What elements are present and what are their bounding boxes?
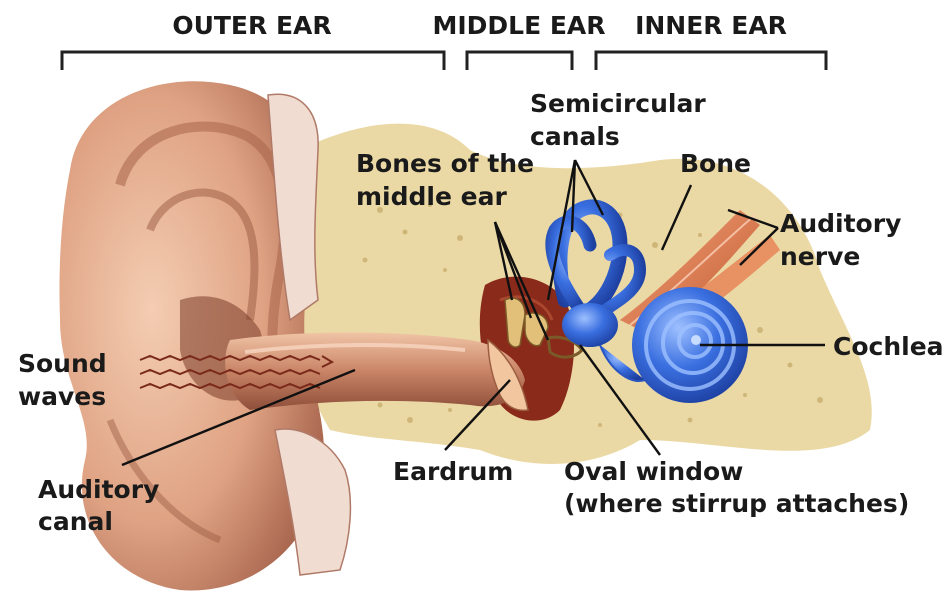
label-semicircular-line2: canals xyxy=(530,122,620,151)
label-canal-line2: canal xyxy=(38,507,113,536)
label-canal-line1: Auditory xyxy=(38,475,159,504)
middle-ear-bracket xyxy=(467,52,572,70)
outer-ear-title: OUTER EAR xyxy=(172,11,331,40)
label-oval-line2: (where stirrup attaches) xyxy=(564,489,909,518)
section-brackets xyxy=(62,52,826,70)
label-cochlea: Cochlea xyxy=(833,332,944,361)
label-nerve-line1: Auditory xyxy=(780,209,901,238)
label-semicircular-line1: Semicircular xyxy=(530,89,706,118)
inner-ear-bracket xyxy=(596,52,826,70)
label-sound-line1: Sound xyxy=(18,349,107,378)
vestibule xyxy=(562,303,618,347)
label-oval-line1: Oval window xyxy=(564,457,743,486)
middle-ear-title: MIDDLE EAR xyxy=(432,11,605,40)
label-bones-line2: middle ear xyxy=(356,182,507,211)
outer-ear-bracket xyxy=(62,52,444,70)
label-eardrum: Eardrum xyxy=(393,457,513,486)
label-sound-line2: waves xyxy=(18,382,106,411)
inner-ear-title: INNER EAR xyxy=(635,11,787,40)
label-bones-line1: Bones of the xyxy=(356,149,534,178)
label-bone: Bone xyxy=(680,149,751,178)
label-nerve-line2: nerve xyxy=(780,242,860,271)
